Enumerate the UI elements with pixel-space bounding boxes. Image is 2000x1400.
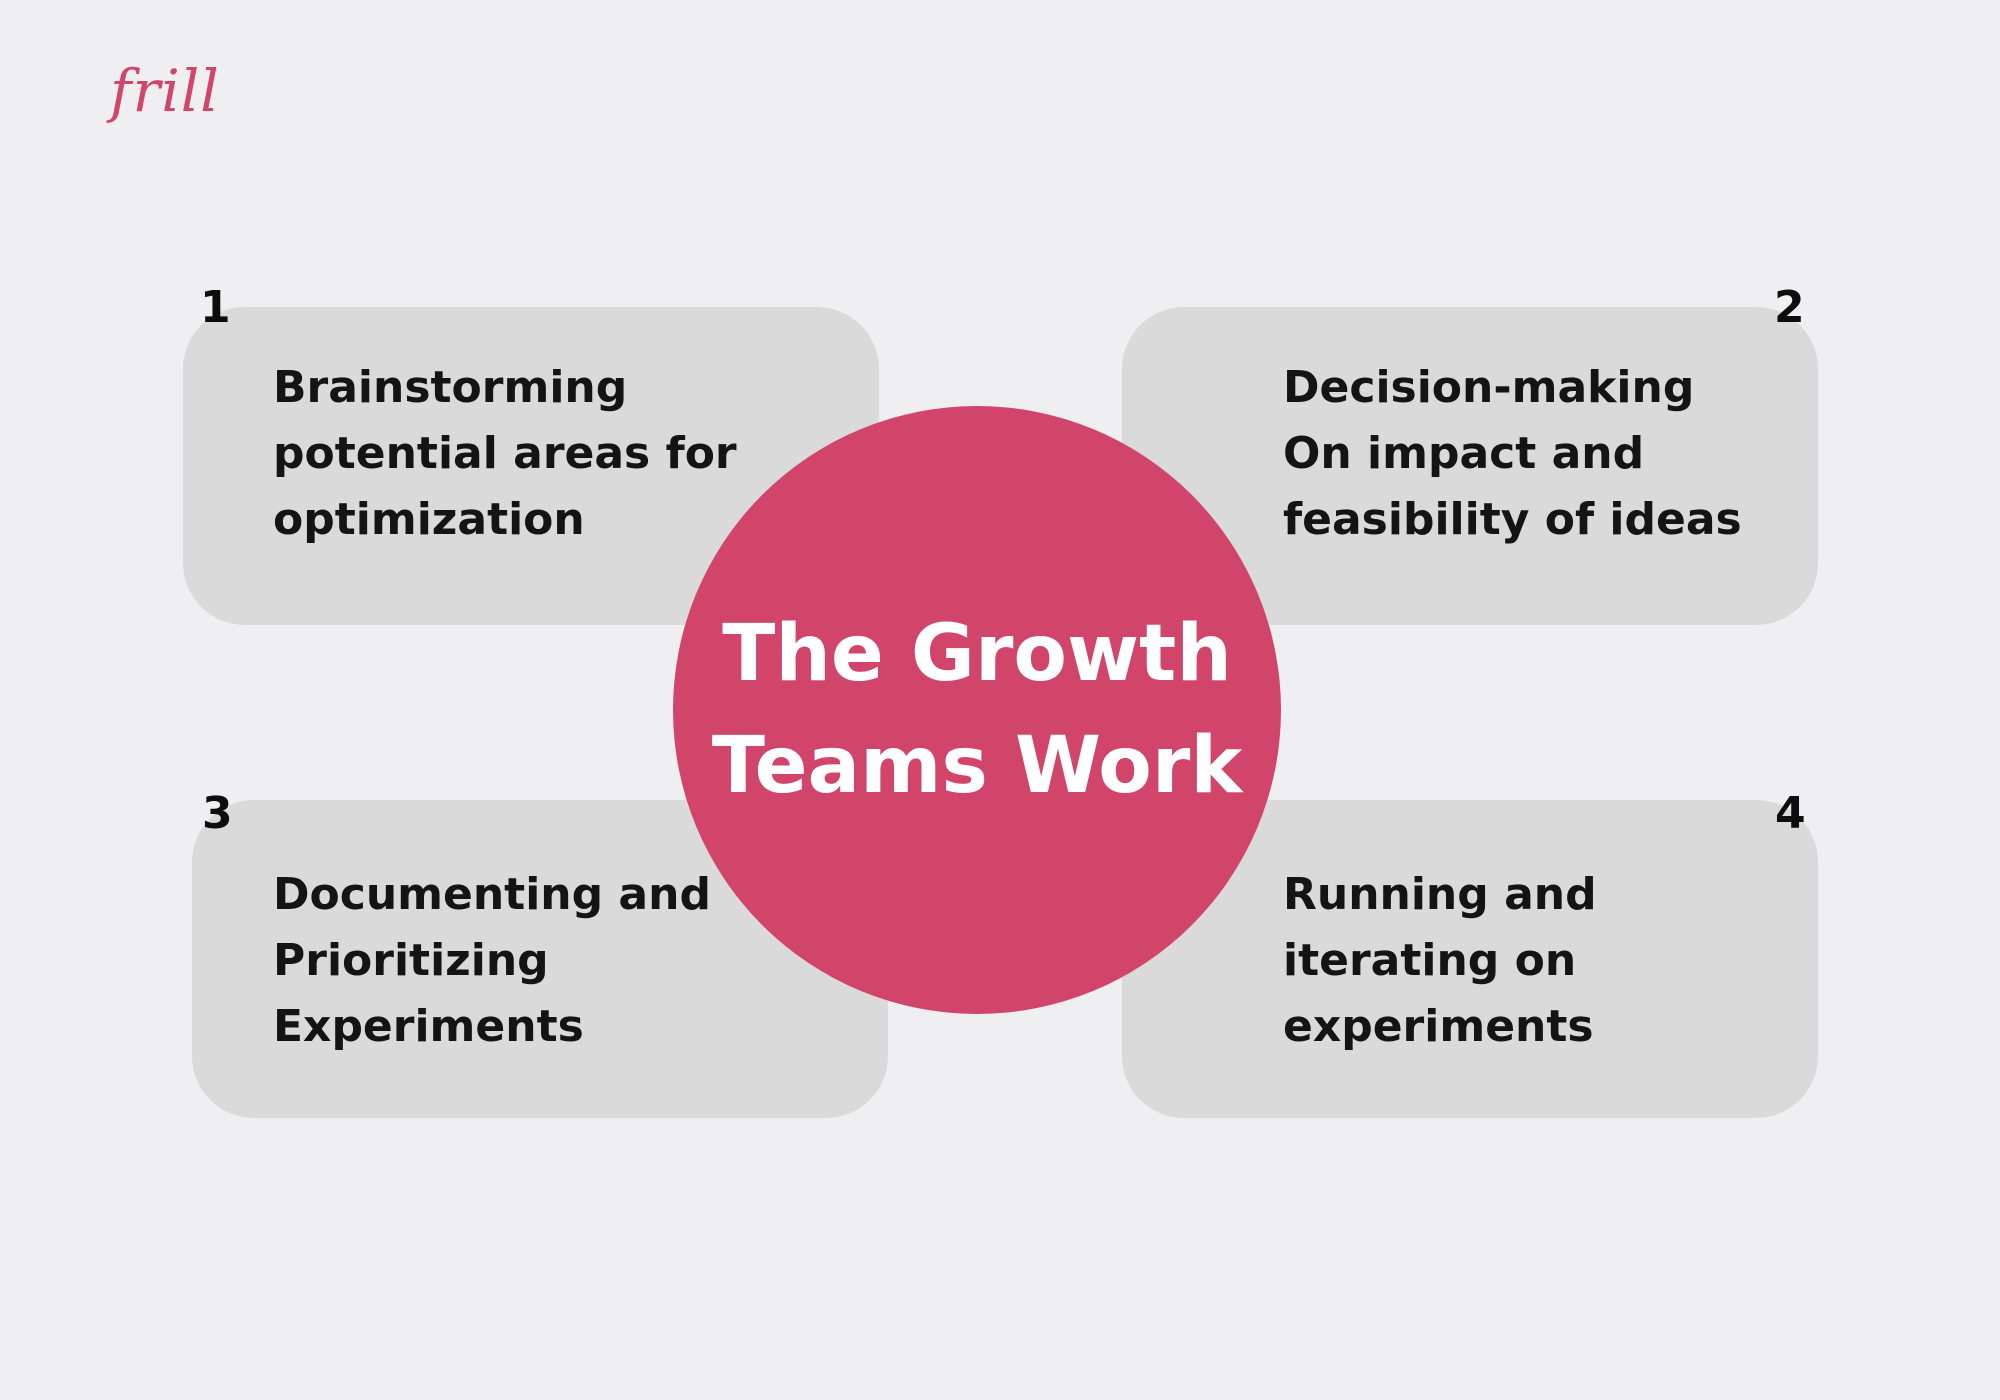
step-3-text: Documenting and Prioritizing Experiments [273, 862, 711, 1060]
step-4-line-3: experiments [1283, 1001, 1594, 1052]
step-2-text: Decision-making On impact and feasibilit… [1283, 355, 1742, 553]
step-number-1: 1 [200, 282, 231, 333]
step-4-text: Running and iterating on experiments [1283, 862, 1597, 1060]
step-4-line-1: Running and [1283, 869, 1597, 920]
step-3-line-3: Experiments [273, 1001, 584, 1052]
center-title-line-2: Teams Work [711, 721, 1243, 811]
step-3-line-1: Documenting and [273, 869, 711, 920]
step-2-line-1: Decision-making [1283, 362, 1695, 413]
step-number-2: 2 [1774, 282, 1805, 333]
center-circle [673, 406, 1281, 1014]
frill-logo: frill [110, 57, 220, 125]
step-1-text: Brainstorming potential areas for optimi… [273, 355, 737, 553]
step-3-line-2: Prioritizing [273, 935, 549, 986]
step-number-3: 3 [202, 788, 233, 839]
step-2-line-3: feasibility of ideas [1283, 494, 1742, 545]
step-1-line-3: optimization [273, 494, 585, 545]
step-2-line-2: On impact and [1283, 428, 1645, 479]
step-1-line-1: Brainstorming [273, 362, 628, 413]
step-4-line-2: iterating on [1283, 935, 1577, 986]
center-title: The Growth Teams Work [673, 598, 1281, 822]
step-number-4: 4 [1775, 788, 1806, 839]
center-title-line-1: The Growth [722, 609, 1232, 699]
step-1-line-2: potential areas for [273, 428, 737, 479]
